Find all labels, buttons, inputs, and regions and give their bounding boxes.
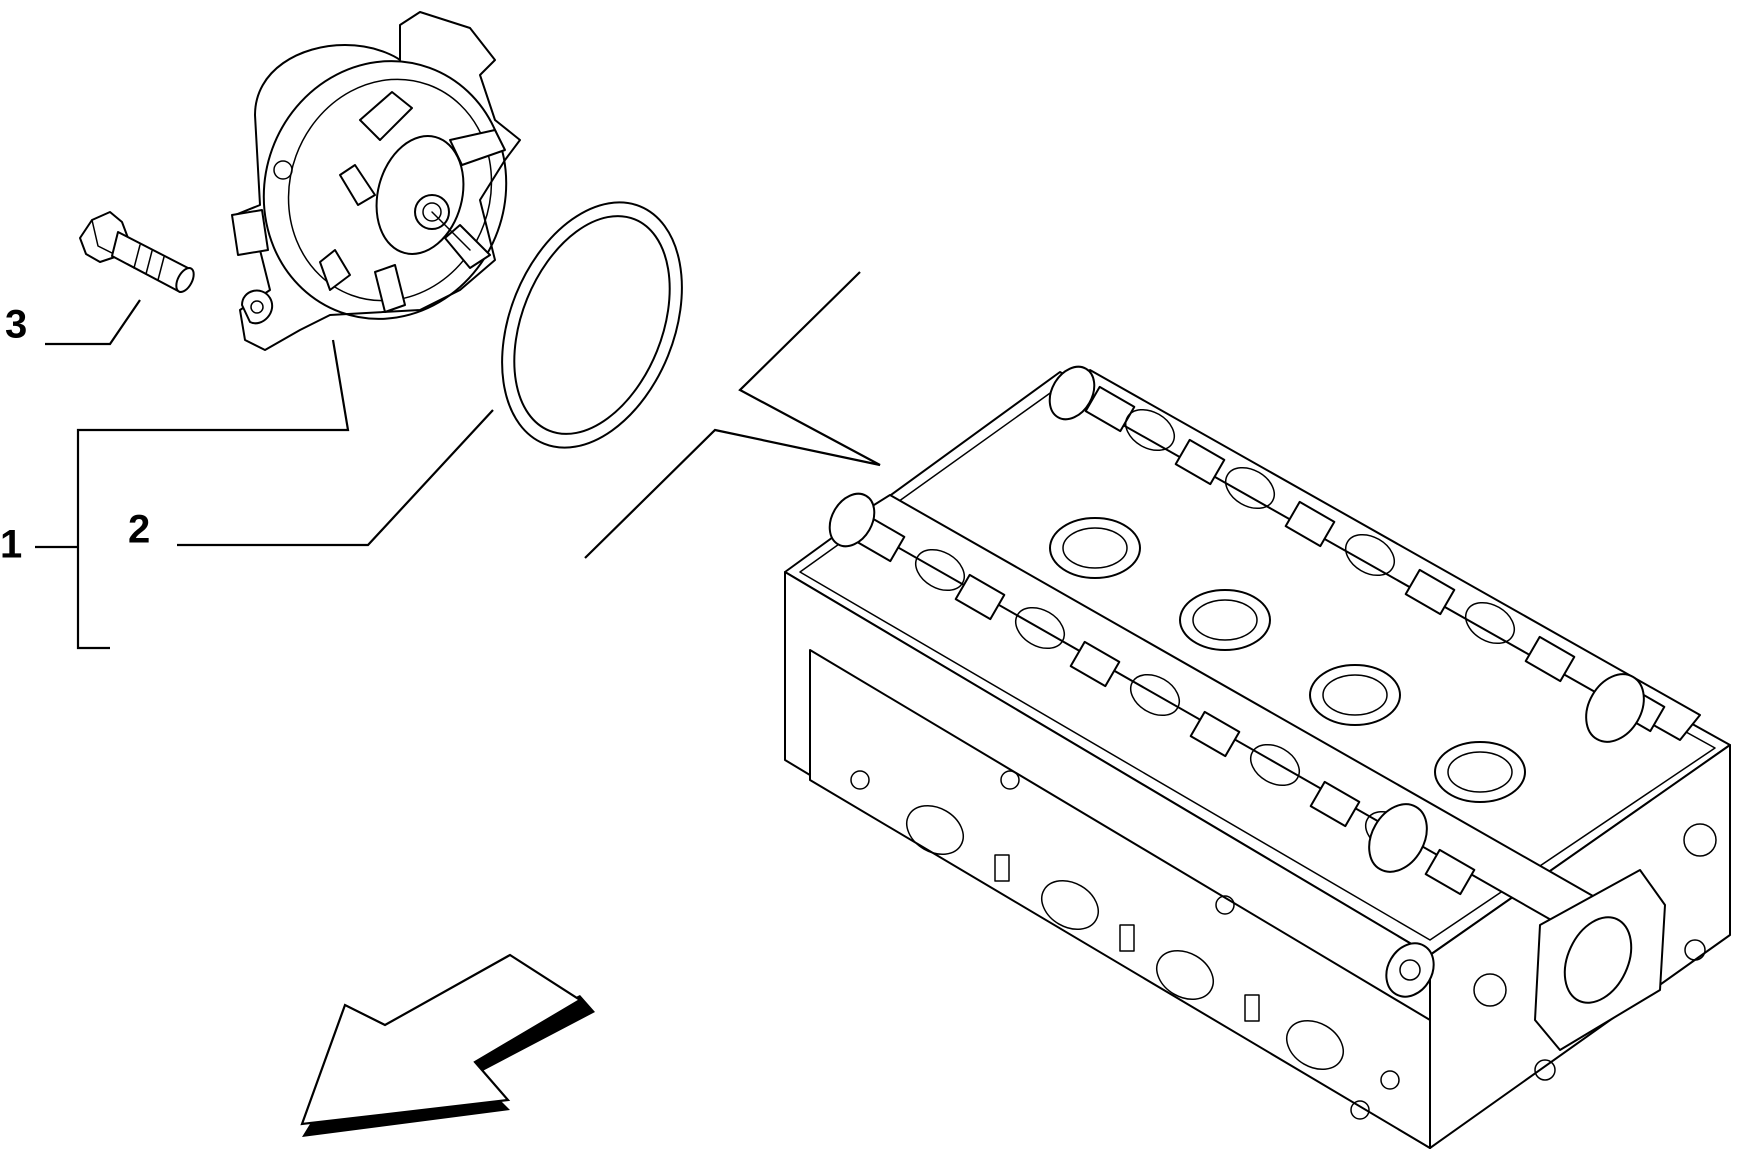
callout-1-label: 1 (0, 523, 22, 567)
bolt-illustration (79, 211, 195, 293)
callout-3-label: 3 (5, 303, 27, 347)
gasket-ring-illustration (501, 201, 683, 449)
callout-leaders (35, 299, 494, 650)
direction-arrow-icon (300, 953, 595, 1137)
explosion-leader-lines (584, 271, 881, 559)
cylinder-head-illustration (784, 365, 1731, 1149)
water-pump-illustration (231, 11, 521, 351)
callout-labels: 1 2 3 (0, 303, 150, 567)
callout-2-label: 2 (128, 508, 150, 552)
